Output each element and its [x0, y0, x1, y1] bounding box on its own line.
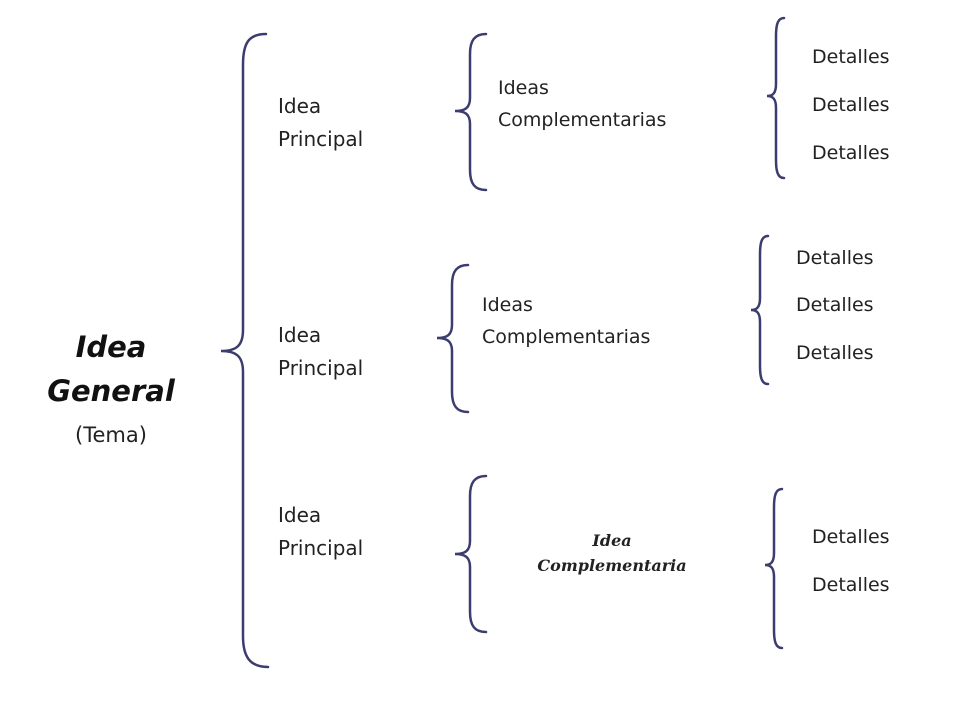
- complementary-idea-2-line2: Complementarias: [482, 326, 651, 348]
- complementary-idea-3: Idea Complementaria: [512, 528, 712, 578]
- main-idea-1-line2: Principal: [278, 127, 364, 151]
- brace-details-1: [766, 16, 786, 180]
- complementary-idea-2-line1: Ideas: [482, 294, 533, 316]
- detail-1-1: Detalles: [812, 46, 890, 68]
- brace-details-3: [764, 487, 784, 650]
- general-idea-title: Idea General: [38, 325, 184, 413]
- main-idea-1-line1: Idea: [278, 94, 322, 118]
- main-idea-3-line2: Principal: [278, 536, 364, 560]
- main-idea-2: Idea Principal: [278, 319, 363, 385]
- complementary-idea-3-line1: Idea: [592, 531, 632, 550]
- detail-3-2: Detalles: [812, 574, 890, 596]
- brace-details-2: [750, 234, 770, 386]
- general-idea-subtitle: (Tema): [75, 423, 147, 447]
- brace-principal-2: [436, 263, 470, 414]
- detail-2-3: Detalles: [796, 342, 874, 364]
- complementary-idea-1-line2: Complementarias: [498, 109, 667, 131]
- main-idea-3: Idea Principal: [278, 499, 363, 565]
- detail-1-3: Detalles: [812, 142, 890, 164]
- main-idea-3-line1: Idea: [278, 503, 322, 527]
- detail-3-1: Detalles: [812, 526, 890, 548]
- general-idea-line1: Idea: [75, 330, 147, 364]
- main-idea-2-line2: Principal: [278, 356, 364, 380]
- brace-principal-3: [454, 474, 488, 634]
- complementary-idea-3-line2: Complementaria: [537, 556, 687, 575]
- main-idea-1: Idea Principal: [278, 90, 363, 156]
- detail-2-2: Detalles: [796, 294, 874, 316]
- complementary-idea-2: Ideas Complementarias: [482, 289, 650, 353]
- brace-general: [220, 32, 270, 669]
- complementary-idea-1: Ideas Complementarias: [498, 72, 666, 136]
- brace-principal-1: [454, 32, 488, 192]
- main-idea-2-line1: Idea: [278, 323, 322, 347]
- detail-2-1: Detalles: [796, 247, 874, 269]
- general-idea-line2: General: [47, 374, 175, 408]
- detail-1-2: Detalles: [812, 94, 890, 116]
- complementary-idea-1-line1: Ideas: [498, 77, 549, 99]
